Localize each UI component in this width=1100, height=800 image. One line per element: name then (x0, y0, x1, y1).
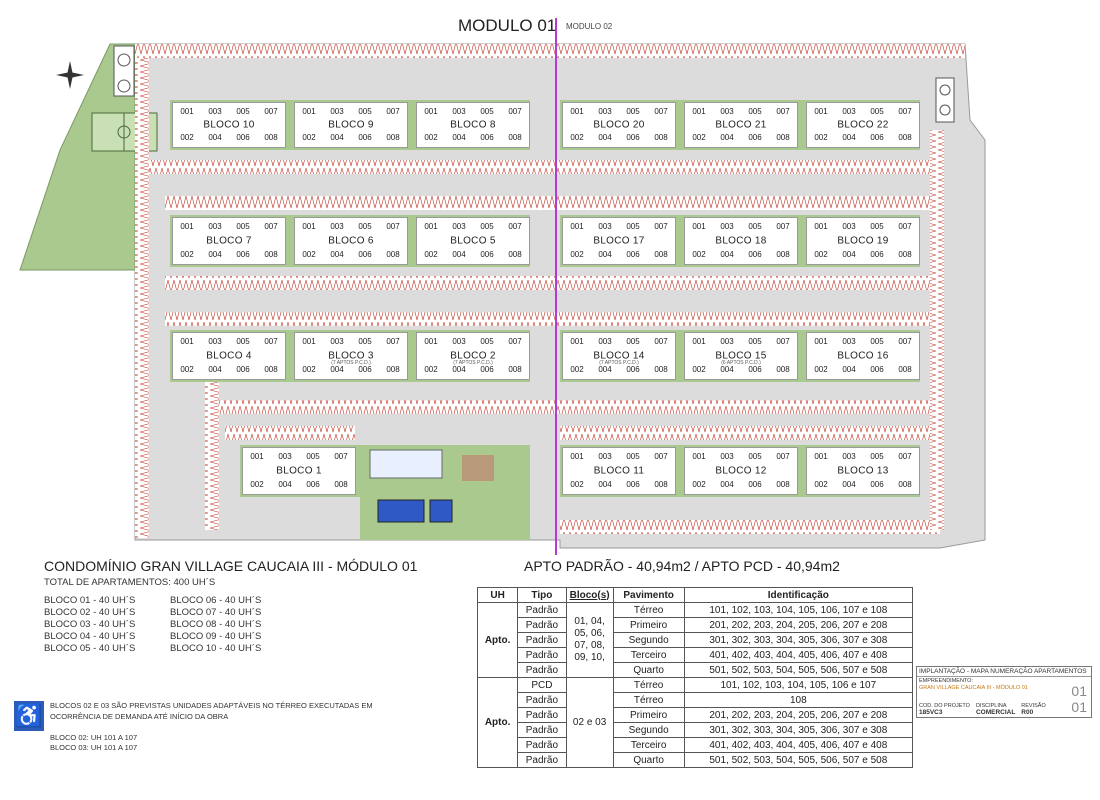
list-item: BLOCO 07 - 40 UH´S (170, 607, 262, 618)
col-pavimento: Pavimento (612, 587, 685, 603)
total-apartments: TOTAL DE APARTAMENTOS: 400 UH´S (44, 577, 216, 588)
block-label: BLOCO 9 (328, 119, 374, 131)
block-label: BLOCO 8 (450, 119, 496, 131)
list-item: BLOCO 08 - 40 UH´S (170, 619, 262, 630)
condo-title: CONDOMÍNIO GRAN VILLAGE CAUCAIA III - MÓ… (44, 558, 418, 574)
block-label: BLOCO 22 (837, 119, 889, 131)
block-label: BLOCO 4 (206, 350, 252, 362)
site-plan (19, 18, 986, 555)
pcd-note: (6 APTOS P.C.D.) (721, 359, 761, 366)
block-label: BLOCO 1 (276, 465, 322, 477)
block-label: BLOCO 5 (450, 235, 496, 247)
list-item: BLOCO 02 - 40 UH´S (44, 607, 136, 618)
pcd-units: BLOCO 02: UH 101 A 107 BLOCO 03: UH 101 … (50, 733, 138, 752)
modulo-01-title: MODULO 01 (458, 16, 557, 35)
pcd-note: (7 APTOS P.C.D.) (599, 359, 639, 366)
block-label: BLOCO 17 (593, 235, 645, 247)
block-label: BLOCO 7 (206, 235, 252, 247)
list-item: BLOCO 10 - 40 UH´S (170, 643, 262, 654)
block-label: BLOCO 2 (450, 350, 496, 362)
block-label: BLOCO 3 (328, 350, 374, 362)
col-identificacao: Identificação (683, 587, 914, 603)
block-label: BLOCO 10 (203, 119, 255, 131)
pcd-note: (7 APTOS P.C.D.) (331, 359, 371, 366)
sheet-total: 01 (1071, 699, 1087, 715)
parking-strip (135, 44, 965, 58)
block-label: BLOCO 19 (837, 235, 889, 247)
pool-small (429, 499, 453, 523)
modulo-02-label: MODULO 02 (566, 22, 613, 31)
apto-title: APTO PADRÃO - 40,94m2 / APTO PCD - 40,94… (524, 558, 840, 574)
block-label: BLOCO 14 (593, 350, 645, 362)
block-list-left: BLOCO 01 - 40 UH´S BLOCO 02 - 40 UH´S BL… (44, 595, 135, 655)
col-blocos: Bloco(s) (565, 587, 614, 603)
col-tipo: Tipo (517, 587, 567, 603)
title-stamp: IMPLANTAÇÃO - MAPA NUMERAÇÃO APARTAMENTO… (916, 666, 1092, 718)
pcd-note: (7 APTOS P.C.D.) (453, 359, 493, 366)
block-label: BLOCO 15 (715, 350, 767, 362)
list-item: BLOCO 06 - 40 UH´S (170, 595, 262, 606)
block-label: BLOCO 11 (593, 465, 645, 477)
table-row: Apto. PCD 02 e 03 Térreo 101, 102, 103, … (476, 677, 914, 768)
list-item: BLOCO 05 - 40 UH´S (44, 643, 136, 654)
col-uh: UH (476, 587, 519, 603)
green-area-left (19, 43, 136, 271)
accessibility-note: BLOCOS 02 E 03 SÃO PREVISTAS UNIDADES AD… (50, 701, 373, 721)
list-item: BLOCO 04 - 40 UH´S (44, 631, 136, 642)
block-label: BLOCO 16 (837, 350, 889, 362)
block-list-right: BLOCO 06 - 40 UH´S BLOCO 07 - 40 UH´S BL… (170, 595, 261, 655)
block-label: BLOCO 12 (715, 465, 767, 477)
identification-table: UH Tipo Bloco(s) Pavimento Identificação… (476, 587, 914, 768)
block-label: BLOCO 20 (593, 119, 645, 131)
list-item: BLOCO 09 - 40 UH´S (170, 631, 262, 642)
block-label: BLOCO 13 (837, 465, 889, 477)
stamp-title: IMPLANTAÇÃO - MAPA NUMERAÇÃO APARTAMENTO… (917, 667, 1091, 677)
block-label: BLOCO 21 (715, 119, 767, 131)
block-label: BLOCO 6 (328, 235, 374, 247)
north-arrow-icon (56, 61, 84, 89)
sheet-number: 01 (1071, 683, 1087, 699)
list-item: BLOCO 03 - 40 UH´S (44, 619, 136, 630)
pool-large (377, 499, 425, 523)
block-label: BLOCO 18 (715, 235, 767, 247)
table-row: Apto. Padrão 01, 04, 05, 06, 07, 08, 09,… (476, 602, 914, 678)
list-item: BLOCO 01 - 40 UH´S (44, 595, 136, 606)
wheelchair-icon: ♿ (14, 701, 44, 731)
